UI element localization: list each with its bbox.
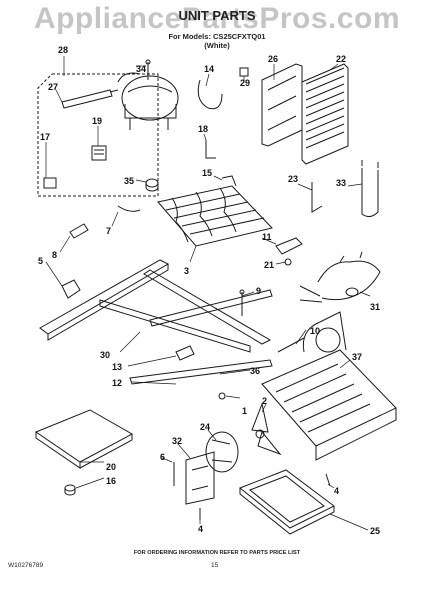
base-frame bbox=[39, 259, 273, 361]
wire-7 bbox=[117, 205, 141, 212]
wire-rack bbox=[157, 175, 273, 247]
screw-4b bbox=[325, 473, 331, 487]
rail-36 bbox=[129, 359, 273, 385]
foot-16 bbox=[64, 484, 76, 492]
callout-34: 34 bbox=[136, 64, 146, 74]
callout-26: 26 bbox=[268, 54, 278, 64]
leader-lines bbox=[45, 56, 371, 531]
callout-25: 25 bbox=[370, 526, 380, 536]
foot-5 bbox=[61, 279, 81, 299]
callout-15: 15 bbox=[202, 168, 212, 178]
callout-17: 17 bbox=[40, 132, 50, 142]
callout-14: 14 bbox=[204, 64, 214, 74]
callout-20: 20 bbox=[106, 462, 116, 472]
callout-8: 8 bbox=[52, 250, 57, 260]
models-line: For Models: CS25CFXTQ01 bbox=[168, 32, 266, 41]
callout-2: 2 bbox=[262, 396, 267, 406]
callout-29: 29 bbox=[240, 78, 250, 88]
tube-14 bbox=[197, 79, 223, 110]
color-line: (White) bbox=[204, 41, 230, 50]
screw-1 bbox=[218, 392, 226, 400]
callout-4b: 4 bbox=[334, 486, 339, 496]
clip-29 bbox=[239, 67, 249, 77]
document-part-number: W10276789 bbox=[8, 562, 44, 569]
callout-30: 30 bbox=[100, 350, 110, 360]
callout-12: 12 bbox=[112, 378, 122, 388]
motor-bracket-32 bbox=[185, 451, 215, 505]
callout-35: 35 bbox=[124, 176, 134, 186]
callout-6: 6 bbox=[160, 452, 165, 462]
wire-harness-31 bbox=[317, 260, 381, 301]
callout-1: 1 bbox=[242, 406, 247, 416]
callout-7: 7 bbox=[106, 226, 111, 236]
compressor-group bbox=[37, 72, 179, 197]
callout-23: 23 bbox=[288, 174, 298, 184]
callout-21: 21 bbox=[264, 260, 274, 270]
plug-8 bbox=[69, 223, 89, 239]
callout-11: 11 bbox=[262, 232, 272, 242]
overload-block bbox=[43, 177, 57, 189]
callout-13: 13 bbox=[112, 362, 122, 372]
callout-3: 3 bbox=[184, 266, 189, 276]
relay-block bbox=[91, 145, 107, 161]
base-pan-37 bbox=[261, 311, 397, 461]
callout-31: 31 bbox=[370, 302, 380, 312]
callout-24: 24 bbox=[200, 422, 210, 432]
callout-10: 10 bbox=[310, 326, 320, 336]
callout-16: 16 bbox=[106, 476, 116, 486]
start-device-rod bbox=[61, 89, 113, 109]
callout-5: 5 bbox=[38, 256, 43, 266]
diagram-title: UNIT PARTS bbox=[178, 8, 256, 23]
fan-motor-24 bbox=[205, 431, 239, 473]
compressor-body bbox=[121, 75, 179, 121]
grommet bbox=[145, 178, 159, 188]
callout-22: 22 bbox=[336, 54, 346, 64]
callout-27: 27 bbox=[48, 82, 58, 92]
callout-labels: 28 34 14 29 26 22 27 19 17 35 18 15 23 3… bbox=[38, 45, 380, 536]
page-number: 15 bbox=[211, 562, 219, 569]
callout-18: 18 bbox=[198, 124, 208, 134]
callout-9: 9 bbox=[256, 286, 261, 296]
ordering-note: FOR ORDERING INFORMATION REFER TO PARTS … bbox=[133, 550, 301, 556]
condenser-coil bbox=[301, 63, 349, 165]
callout-32: 32 bbox=[172, 436, 182, 446]
callout-33: 33 bbox=[336, 178, 346, 188]
screw-10 bbox=[277, 337, 305, 353]
model-info: For Models: CS25CFXTQ01 (White) bbox=[0, 32, 434, 50]
fan-blade-2 bbox=[251, 402, 282, 456]
rack-clip-15 bbox=[221, 175, 237, 187]
callout-37: 37 bbox=[352, 352, 362, 362]
tube-33 bbox=[361, 168, 379, 218]
bracket-11 bbox=[275, 237, 303, 255]
callout-4: 4 bbox=[198, 524, 203, 534]
watermark: AppliancePartsPros.com bbox=[33, 2, 401, 35]
callout-28: 28 bbox=[58, 45, 68, 55]
callout-19: 19 bbox=[92, 116, 102, 126]
cover-20 bbox=[34, 409, 134, 463]
tube-23 bbox=[311, 182, 323, 213]
callout-36: 36 bbox=[250, 366, 260, 376]
tube-18 bbox=[205, 140, 216, 159]
